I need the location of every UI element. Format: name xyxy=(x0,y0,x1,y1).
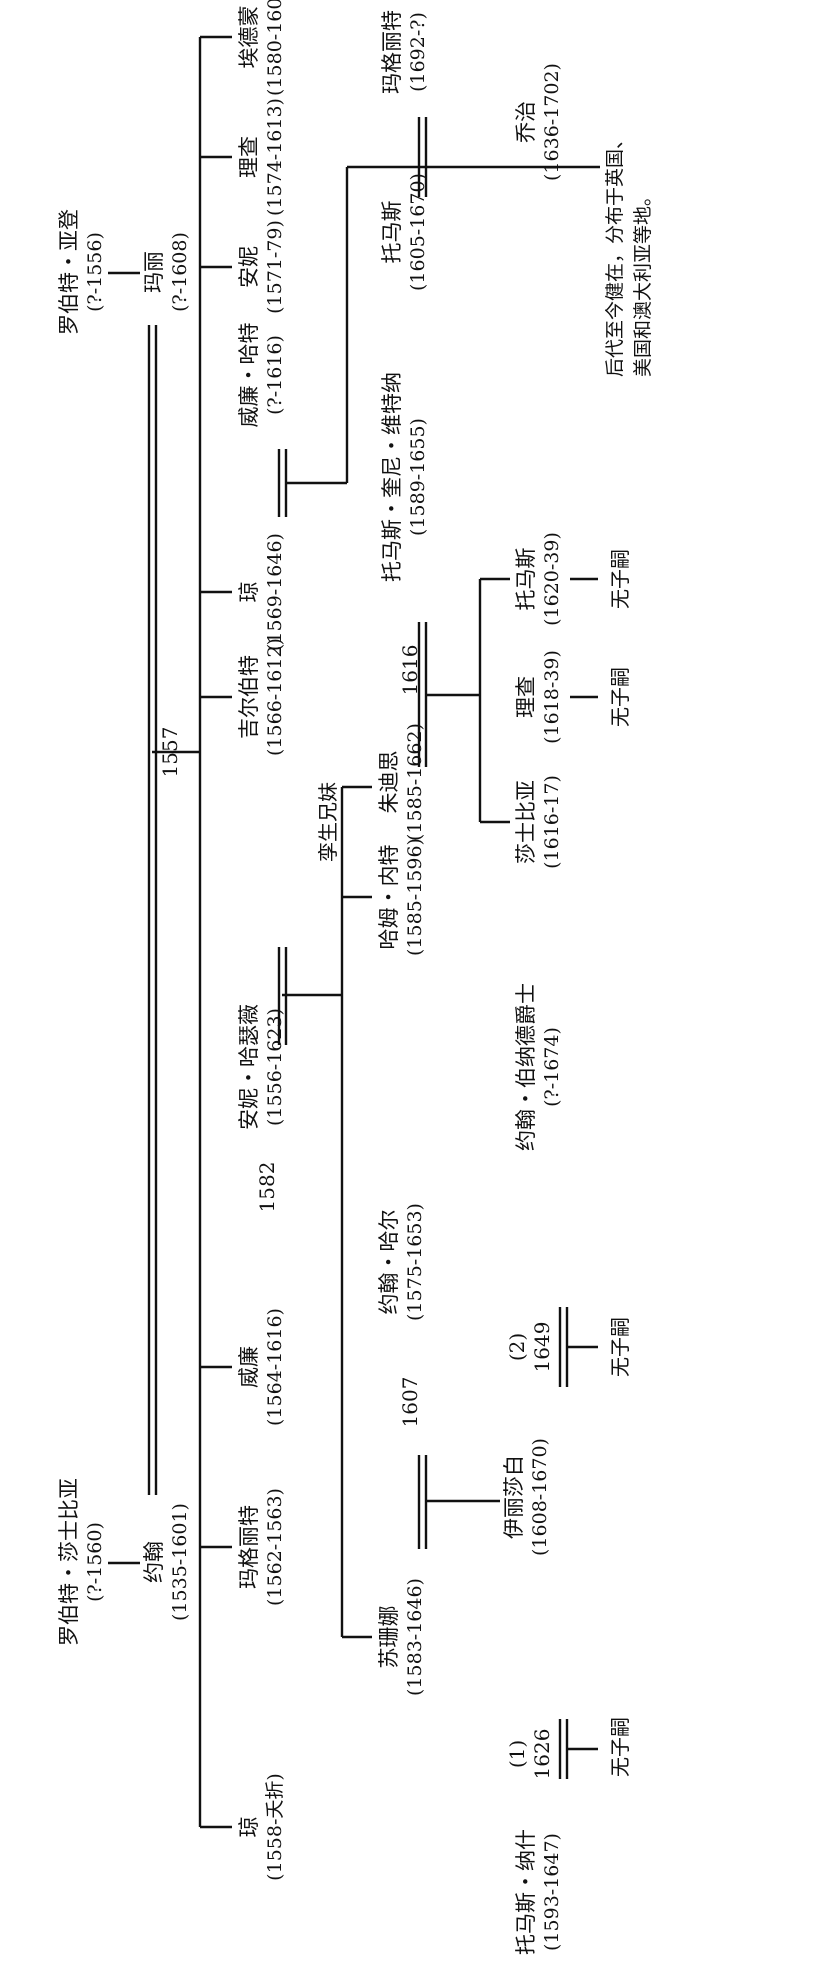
person-anne-hathaway: 安妮・哈瑟薇 (1556-1623) xyxy=(235,982,289,1152)
person-richard-quiney: 理查 (1618-39) xyxy=(512,632,566,762)
person-shakespeare-quiney: 莎士比亚 (1616-17) xyxy=(512,757,566,887)
person-name: 乔治 xyxy=(514,101,538,143)
person-name: 琼 xyxy=(237,581,261,603)
person-dates: (1535-1601) xyxy=(169,1503,192,1621)
person-dates: (1585-1596) xyxy=(404,838,427,956)
person-thomas-hart: 托马斯 (1605-1670) xyxy=(378,162,432,302)
person-name: 托马斯 xyxy=(514,547,538,611)
no-issue-richard-quiney: 无子嗣 xyxy=(608,667,632,727)
person-name: 琼 xyxy=(237,1816,261,1838)
person-dates: (1574-1613) xyxy=(264,98,287,216)
marriage-year-susanna-hall: 1607 xyxy=(398,1376,422,1428)
person-hamnet: 哈姆・内特 (1585-1596) xyxy=(375,832,429,962)
person-name: 约翰 xyxy=(142,1541,166,1583)
marriage-year-bernard: 1649 xyxy=(530,1321,554,1373)
person-susanna: 苏珊娜 (1583-1646) xyxy=(375,1572,429,1702)
person-dates: (1605-1670) xyxy=(407,173,430,291)
person-dates: (1564-1616) xyxy=(264,1308,287,1426)
person-name: 威廉 xyxy=(237,1346,261,1388)
person-name: 玛格丽特 xyxy=(237,1505,261,1589)
person-name: 托马斯・纳什 xyxy=(514,1829,538,1955)
person-name: 理查 xyxy=(237,136,261,178)
person-thomas-quiney: 托马斯・奎尼・维特纳 (1589-1655) xyxy=(378,357,432,597)
person-name: 罗伯特・莎士比亚 xyxy=(57,1478,81,1646)
person-dates: (1580-1607) xyxy=(264,0,287,96)
marriage-year-william-anne: 1582 xyxy=(255,1161,279,1213)
person-dates: (1585-1662) xyxy=(404,723,427,841)
person-elizabeth-hall: 伊丽莎白 (1608-1670) xyxy=(500,1427,554,1567)
descendants-note-line2: 美国和澳大利亚等地。 xyxy=(631,186,654,377)
person-dates: (1616-17) xyxy=(541,775,564,869)
person-dates: (?-1556) xyxy=(84,232,107,312)
person-dates: (1692-?) xyxy=(407,12,430,92)
person-thomas-nash: 托马斯・纳什 (1593-1647) xyxy=(512,1817,566,1967)
person-william-shakespeare: 威廉 (1564-1616) xyxy=(235,1302,289,1432)
person-dates: (?-1674) xyxy=(541,1027,564,1107)
person-name: 埃德蒙 xyxy=(237,5,261,69)
person-dates: (1608-1670) xyxy=(529,1438,552,1556)
marriage-year-john-mary: 1557 xyxy=(158,726,182,778)
person-name: 玛丽 xyxy=(142,251,166,293)
person-name: 托马斯・奎尼・维特纳 xyxy=(380,372,404,582)
person-dates: (1575-1653) xyxy=(404,1203,427,1321)
person-name: 朱迪思 xyxy=(377,750,401,814)
descendants-note: 后代至今健在，分布于英国、 美国和澳大利亚等地。 xyxy=(602,130,657,377)
person-dates: (1556-1623) xyxy=(264,1008,287,1126)
person-mary-arden: 玛丽 (?-1608) xyxy=(140,207,194,337)
person-joan-1558: 琼 (1558-夭折) xyxy=(235,1762,289,1892)
marriage-order-bernard: (2) xyxy=(505,1332,529,1362)
person-name: 理查 xyxy=(514,676,538,718)
person-john-shakespeare: 约翰 (1535-1601) xyxy=(140,1497,194,1627)
person-name: 安妮 xyxy=(237,246,261,288)
person-dates: (1636-1702) xyxy=(541,63,564,181)
person-richard-shakespeare: 罗伯特・莎士比亚 (?-1560) xyxy=(55,1457,109,1667)
marriage-year-judith-quiney: 1616 xyxy=(398,644,422,696)
descendants-note-line1: 后代至今健在，分布于英国、 xyxy=(604,129,626,377)
person-name: 玛格丽特 xyxy=(380,10,404,94)
person-anne-1571: 安妮 (1571-79) xyxy=(235,207,289,327)
person-name: 安妮・哈瑟薇 xyxy=(237,1004,261,1130)
marriage-year-nash: 1626 xyxy=(530,1728,554,1780)
person-richard-1574: 理查 (1574-1613) xyxy=(235,92,289,222)
person-dates: (1569-1646) xyxy=(264,533,287,651)
person-joan-1569: 琼 (1569-1646) xyxy=(235,527,289,657)
person-margaret-hart: 玛格丽特 (1692-?) xyxy=(378,0,432,117)
no-issue-thomas-quiney: 无子嗣 xyxy=(608,549,632,609)
person-name: 莎士比亚 xyxy=(514,780,538,864)
person-name: 伊丽莎白 xyxy=(502,1455,526,1539)
person-name: 约翰・伯纳德爵士 xyxy=(514,983,538,1151)
person-name: 罗伯特・亚登 xyxy=(57,209,81,335)
person-john-bernard: 约翰・伯纳德爵士 (?-1674) xyxy=(512,947,566,1187)
person-edmund: 埃德蒙 (1580-1607) xyxy=(235,0,289,102)
person-judith: 朱迪思 (1585-1662) xyxy=(375,717,429,847)
person-name: 苏珊娜 xyxy=(377,1605,401,1669)
twins-label: 孪生兄妹 xyxy=(316,782,340,862)
person-george-hart: 乔治 (1636-1702) xyxy=(512,52,566,192)
person-dates: (1562-1563) xyxy=(264,1488,287,1606)
person-dates: (?-1608) xyxy=(169,232,192,312)
no-issue-nash: 无子嗣 xyxy=(608,1717,632,1777)
marriage-order-nash: (1) xyxy=(505,1739,529,1769)
person-dates: (1583-1646) xyxy=(404,1578,427,1696)
person-dates: (?-1560) xyxy=(84,1522,107,1602)
person-dates: (1618-39) xyxy=(541,650,564,744)
person-robert-arden: 罗伯特・亚登 (?-1556) xyxy=(55,187,109,357)
person-dates: (1589-1655) xyxy=(407,418,430,536)
person-name: 约翰・哈尔 xyxy=(377,1209,401,1315)
person-dates: (1571-79) xyxy=(264,220,287,314)
person-dates: (1620-39) xyxy=(541,532,564,626)
person-name: 哈姆・内特 xyxy=(377,844,401,950)
person-thomas-quiney-1620: 托马斯 (1620-39) xyxy=(512,514,566,644)
person-dates: (1558-夭折) xyxy=(264,1773,287,1881)
person-john-hall: 约翰・哈尔 (1575-1653) xyxy=(375,1192,429,1332)
person-margaret-1562: 玛格丽特 (1562-1563) xyxy=(235,1482,289,1612)
person-name: 托马斯 xyxy=(380,200,404,264)
no-issue-bernard: 无子嗣 xyxy=(608,1317,632,1377)
person-dates: (1593-1647) xyxy=(541,1833,564,1951)
